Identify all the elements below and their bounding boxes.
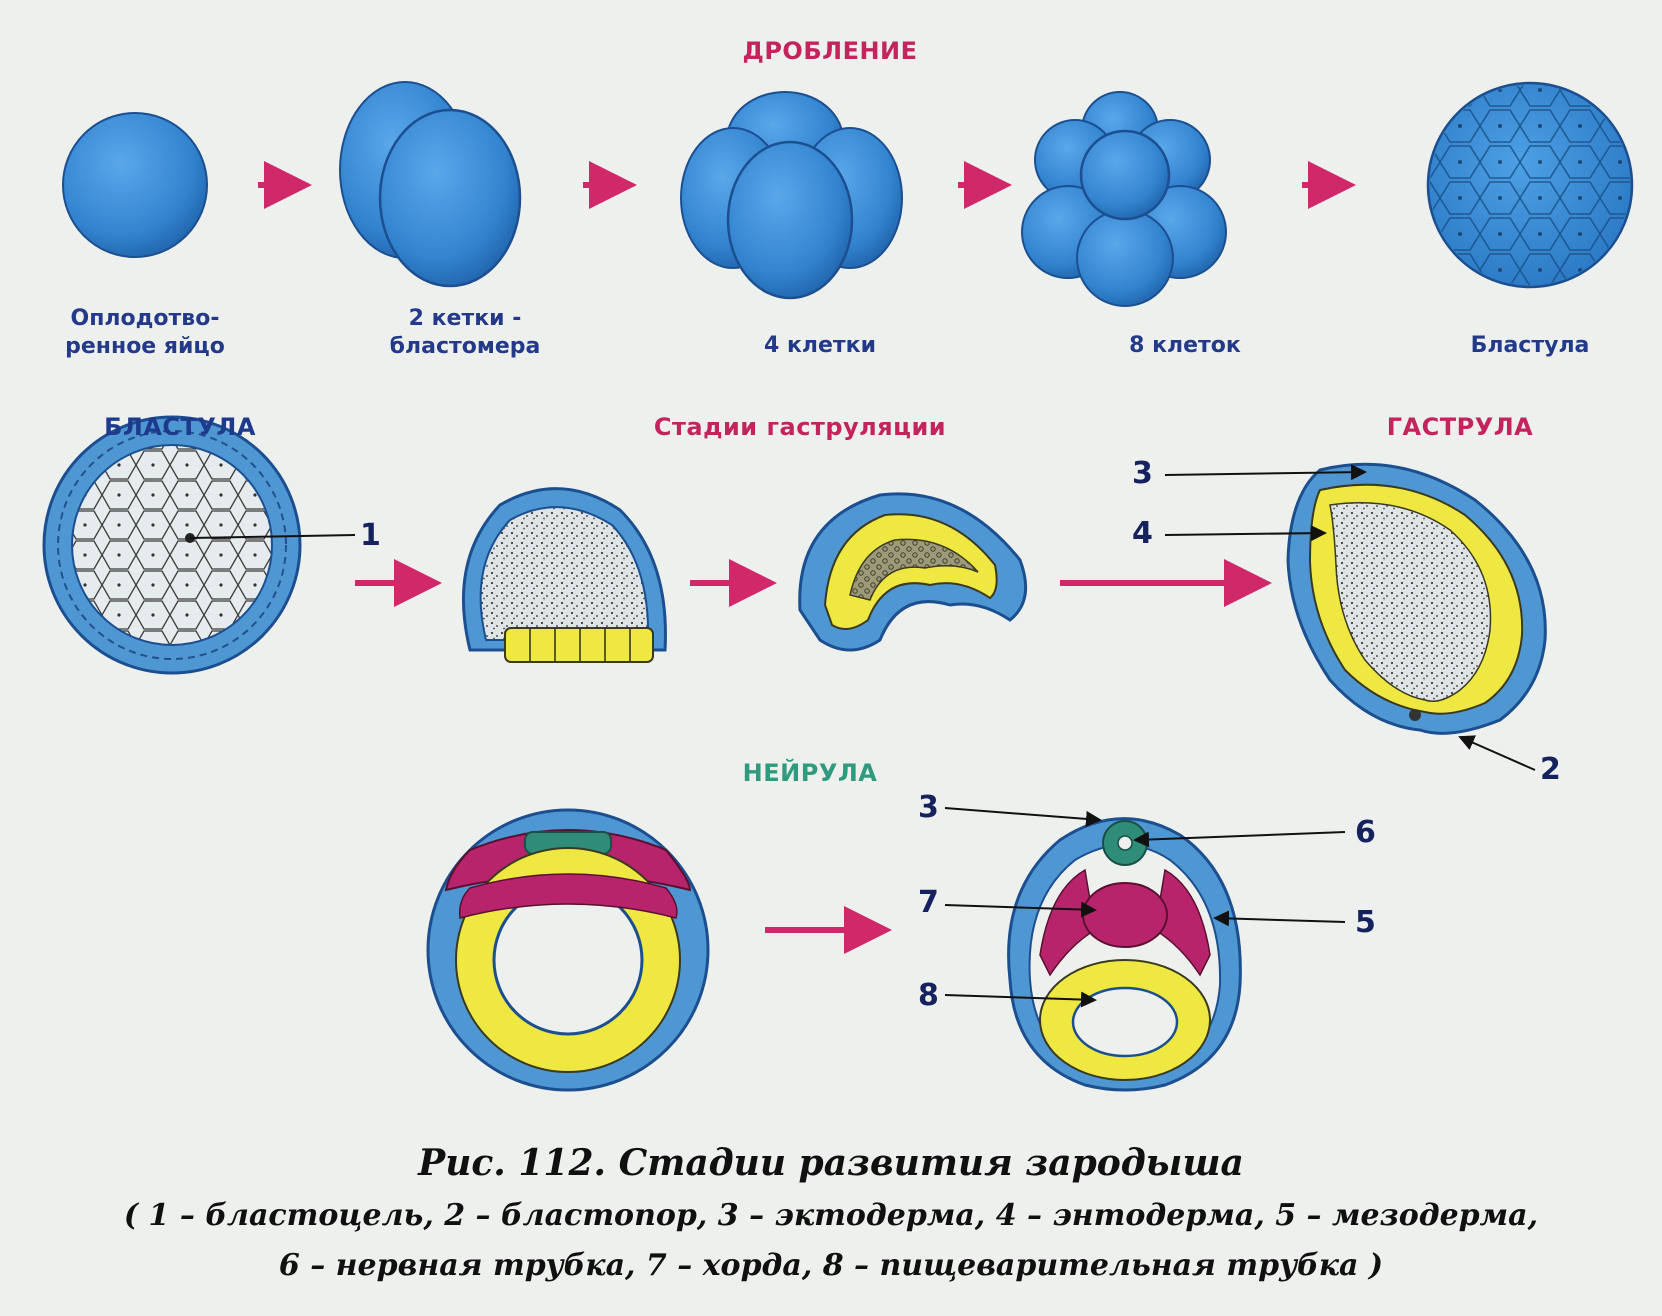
pointer-1 (189, 534, 356, 539)
marker-3-ectoderm-neurula: 3 (918, 790, 939, 825)
gastrula (1286, 462, 1547, 735)
stage-label-eight-cells-line1: 8 клеток (1129, 333, 1241, 358)
marker-8-gut-tube: 8 (918, 978, 939, 1013)
invaginating-gastrula (798, 492, 1028, 652)
stage-label-blastula: Бластула (1400, 332, 1660, 360)
stage-label-two-cells-line1: 2 кетки - (408, 306, 522, 331)
pointer-3-gastrula (1164, 464, 1367, 481)
stage-label-egg-line1: Оплодотво- (70, 306, 220, 331)
eight-cells (1021, 91, 1227, 307)
marker-1-blastocoel: 1 (360, 518, 381, 553)
figure-caption-legend-1: ( 1 – бластоцель, 2 – бластопор, 3 – экт… (123, 1198, 1539, 1233)
pointer-8 (944, 991, 1097, 1008)
two-blastomeres (339, 81, 522, 288)
stage-label-eight-cells: 8 клеток (1055, 332, 1315, 360)
pointer-4 (1164, 525, 1327, 542)
late-neurula (1007, 817, 1242, 1092)
pointer-6 (1133, 831, 1346, 848)
marker-3-ectoderm-gastrula: 3 (1132, 456, 1153, 491)
heading-gastrulation: Стадии гаструляции (653, 413, 947, 441)
figure-caption-title: Рис. 112. Стадии развития зародыша (418, 1142, 1244, 1184)
marker-4-endoderm: 4 (1132, 516, 1153, 551)
stage-label-two-cells-line2: бластомера (389, 333, 541, 359)
four-cells (680, 91, 903, 300)
stage-label-egg: Оплодотво- ренное яйцо (15, 305, 275, 360)
marker-5-mesoderm: 5 (1355, 905, 1376, 940)
heading-cleavage: ДРОБЛЕНИЕ (742, 37, 918, 65)
marker-2-blastopore: 2 (1540, 752, 1561, 787)
blastula-surface (1426, 81, 1634, 289)
fertilized-egg (62, 112, 208, 258)
marker-7-chord: 7 (918, 885, 939, 920)
stage-label-egg-line2: ренное яйцо (65, 333, 225, 359)
stage-label-four-cells-line1: 4 клетки (763, 333, 877, 358)
early-neurula (426, 808, 710, 1092)
early-gastrula (461, 487, 667, 663)
pointer-2 (1458, 735, 1536, 771)
pointer-7 (944, 901, 1097, 918)
marker-6-neural-tube: 6 (1355, 815, 1376, 850)
stage-label-four-cells: 4 клетки (690, 332, 950, 360)
blastula-section (42, 415, 302, 675)
stage-label-blastula-line1: Бластула (1470, 333, 1590, 358)
stage-label-two-cells: 2 кетки - бластомера (335, 305, 595, 360)
heading-blastula: БЛАСТУЛА (104, 413, 256, 441)
figure-caption-legend-2: 6 – нервная трубка, 7 – хорда, 8 – пищев… (278, 1248, 1384, 1283)
pointer-5 (1213, 910, 1346, 927)
heading-gastrula: ГАСТРУЛА (1386, 413, 1534, 441)
heading-neurula: НЕЙРУЛА (742, 759, 878, 787)
pointer-3-neurula (944, 807, 1102, 827)
